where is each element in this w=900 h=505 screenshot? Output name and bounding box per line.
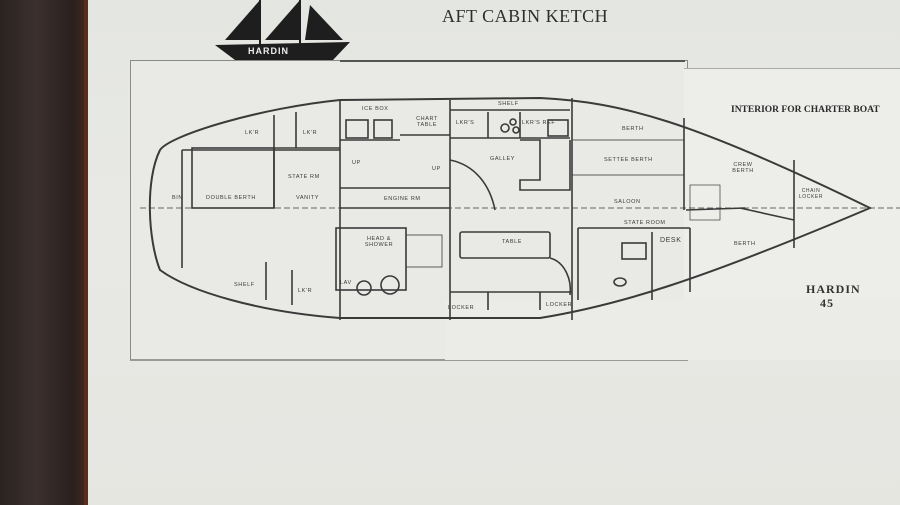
- model-number: 45: [820, 296, 834, 310]
- logo-text: HARDIN: [248, 46, 289, 56]
- document-subtitle: INTERIOR FOR CHARTER BOAT: [731, 105, 880, 115]
- label-lav: LAV: [340, 280, 352, 286]
- label-up-1: UP: [352, 160, 361, 166]
- label-up-2: UP: [432, 166, 441, 172]
- label-desk: DESK: [660, 237, 682, 244]
- document-title: AFT CABIN KETCH: [442, 6, 609, 26]
- label-chain-locker: CHAIN LOCKER: [798, 188, 824, 200]
- label-lkr-1: LK'R: [245, 130, 260, 136]
- title-rule: [340, 60, 685, 62]
- label-locker-2: LOCKER: [546, 302, 573, 308]
- wooden-table-background: [0, 0, 90, 505]
- label-lockers: LKR'S: [456, 120, 475, 126]
- label-double-berth: DOUBLE BERTH: [206, 195, 256, 201]
- label-ice-box: ICE BOX: [362, 106, 389, 112]
- label-chart-table: CHART TABLE: [416, 116, 438, 128]
- label-shelf-top: SHELF: [498, 101, 519, 107]
- ketch-logo-icon: [215, 0, 350, 60]
- label-state-rm: STATE RM: [288, 174, 320, 180]
- label-table: TABLE: [502, 239, 523, 245]
- label-state-room: STATE ROOM: [624, 220, 666, 226]
- label-lkr-bottom: LK'R: [298, 288, 313, 294]
- label-crew-berth: CREW BERTH: [732, 162, 754, 174]
- label-saloon: SALOON: [614, 199, 641, 205]
- label-vanity: VANITY: [296, 195, 320, 201]
- model-name: HARDIN: [806, 282, 861, 296]
- lower-sheet-overlap: [445, 300, 900, 360]
- label-settee-berth: SETTEE BERTH: [604, 157, 653, 163]
- label-bin: BIN: [172, 195, 183, 201]
- label-galley: GALLEY: [490, 156, 516, 162]
- label-engine-rm: ENGINE RM: [384, 196, 421, 202]
- label-shelf-bottom: SHELF: [234, 282, 255, 288]
- label-lkr-2: LK'R: [303, 130, 318, 136]
- model-label: HARDIN 45: [806, 282, 861, 310]
- label-berth-top: BERTH: [622, 126, 644, 132]
- label-lockers-ref: LKR'S REF: [522, 120, 556, 126]
- label-locker-1: LOCKER: [448, 305, 475, 311]
- label-berth-fwd: BERTH: [734, 241, 756, 247]
- label-head-shower: HEAD & SHOWER: [364, 236, 394, 248]
